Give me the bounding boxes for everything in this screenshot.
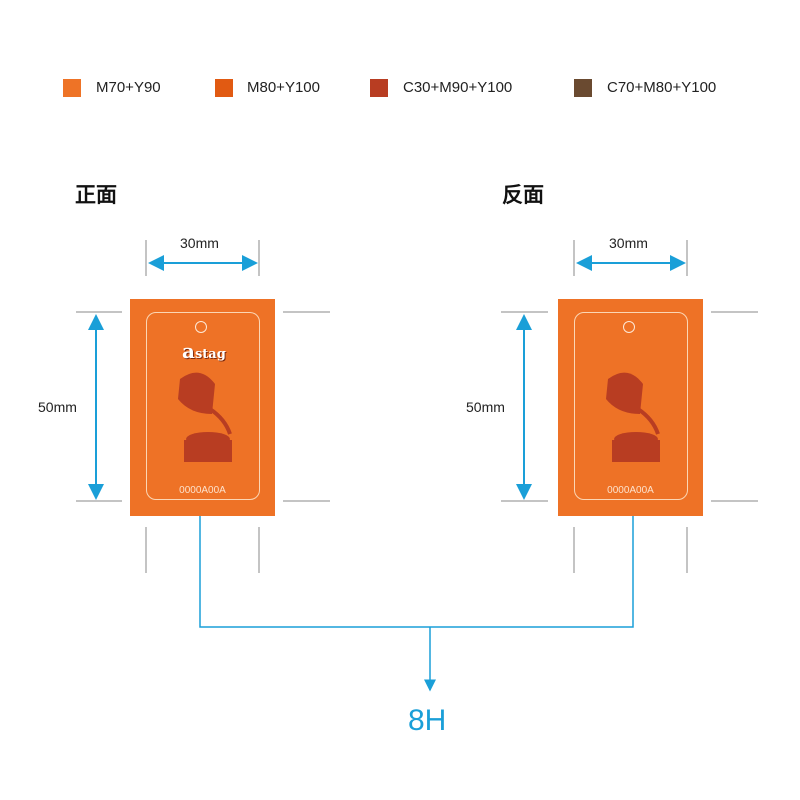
card-border — [146, 312, 260, 500]
legend-swatch-4 — [574, 79, 592, 97]
gramophone-icon — [178, 372, 232, 462]
legend-swatch-2 — [215, 79, 233, 97]
gramophone-icon — [606, 372, 660, 462]
quantity-label: 8H — [408, 704, 447, 737]
back-width-label: 30mm — [609, 235, 648, 251]
legend-label-3: C30+M90+Y100 — [403, 79, 513, 96]
back-height-label: 50mm — [466, 399, 505, 415]
legend-label-4: C70+M80+Y100 — [607, 79, 717, 96]
back-code: 0000A00A — [607, 485, 654, 496]
hole-icon — [195, 321, 207, 333]
legend-label-1: M70+Y90 — [96, 79, 161, 96]
back-card: 0000A00A — [558, 299, 703, 516]
logo-text: stag — [194, 347, 226, 362]
back-title: 反面 — [502, 184, 544, 207]
hole-icon — [623, 321, 635, 333]
logo-initial: a — [182, 339, 195, 363]
front-width-label: 30mm — [180, 235, 219, 251]
brand-logo: astag — [182, 339, 226, 363]
legend-swatch-3 — [370, 79, 388, 97]
legend-label-2: M80+Y100 — [247, 79, 320, 96]
card-border — [574, 312, 688, 500]
front-card: astag 0000A00A — [130, 299, 275, 516]
front-height-label: 50mm — [38, 399, 77, 415]
legend-swatch-1 — [63, 79, 81, 97]
front-title: 正面 — [75, 184, 117, 207]
front-code: 0000A00A — [179, 485, 226, 496]
